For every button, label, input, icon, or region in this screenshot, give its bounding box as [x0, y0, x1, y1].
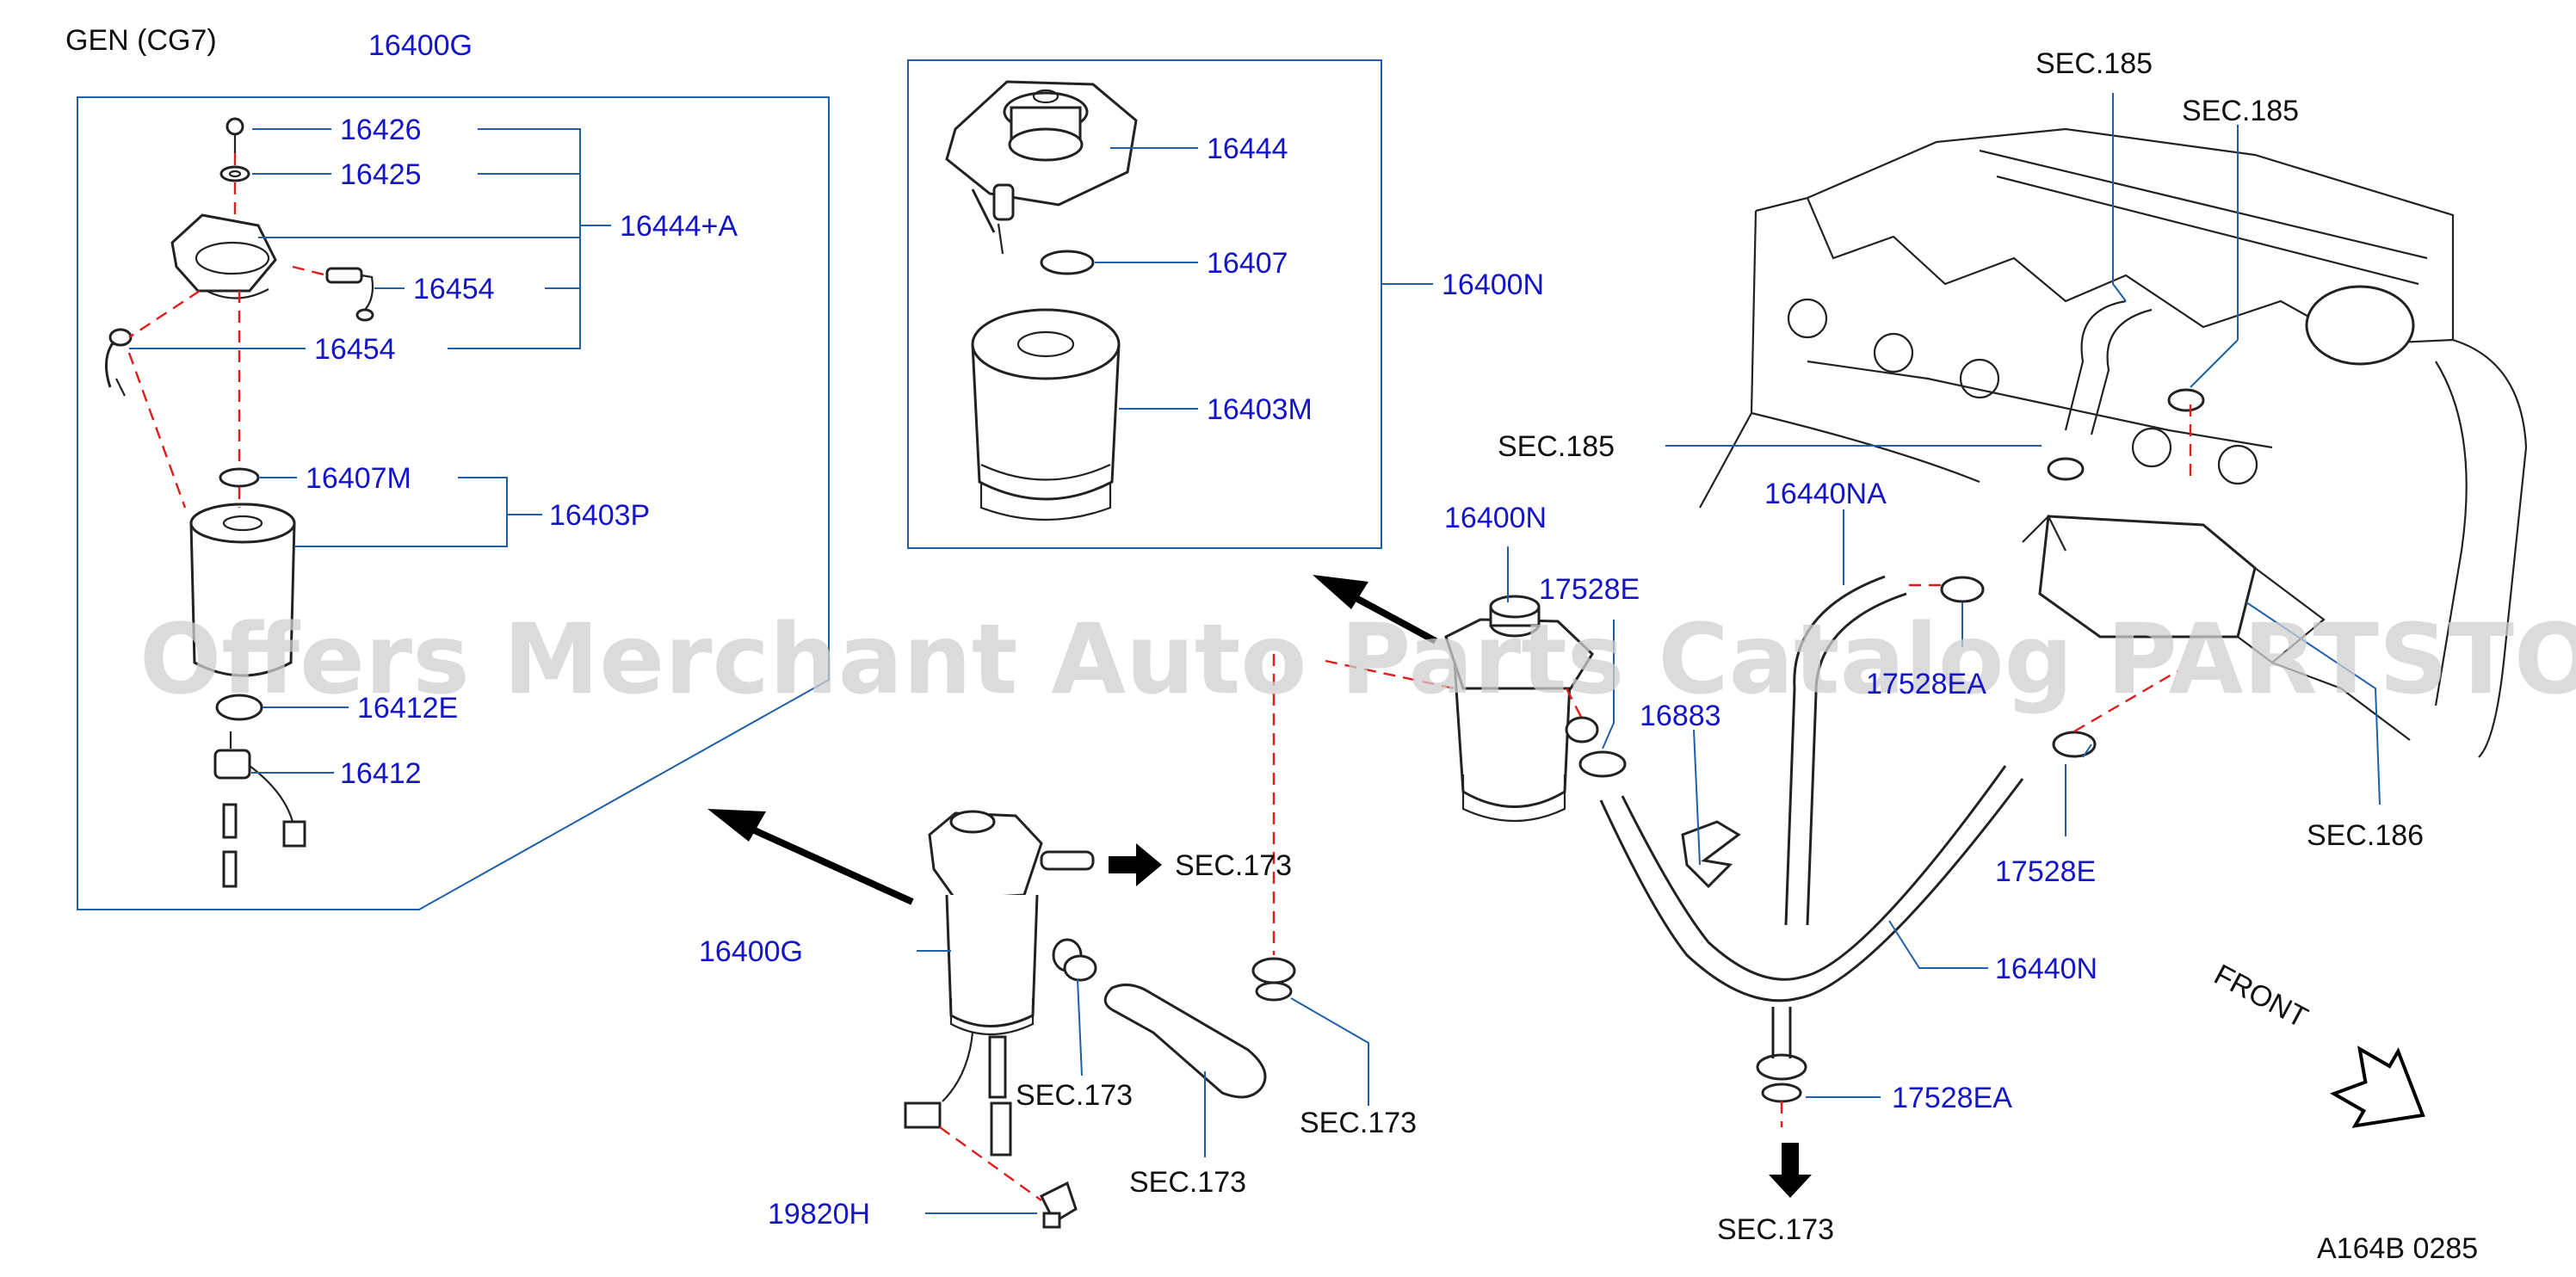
label-sec173-hose[interactable]: SEC.173 — [1129, 1166, 1246, 1199]
part-hose-16440NA — [1784, 575, 1907, 926]
diagram-code: A164B 0285 — [2317, 1232, 2478, 1265]
label-19820H[interactable]: 19820H — [768, 1198, 870, 1231]
label-16454-upper[interactable]: 16454 — [413, 273, 495, 305]
part-oring-16412E — [215, 694, 263, 721]
label-16440N[interactable]: 16440N — [1995, 953, 2097, 985]
part-head-16444A — [170, 213, 277, 299]
part-assembly-16400G — [904, 810, 1095, 1157]
label-17528E-upper[interactable]: 17528E — [1539, 573, 1640, 606]
part-clip-16883 — [1681, 820, 1741, 889]
part-bolt-16426 — [225, 117, 244, 153]
label-16444A[interactable]: 16444+A — [620, 210, 738, 243]
part-head-16444 — [945, 80, 1138, 255]
assembly-dash-center — [233, 153, 241, 508]
detail-frame-16400N — [907, 59, 1382, 549]
part-assembly-16400N — [1444, 595, 1594, 823]
label-16403M[interactable]: 16403M — [1207, 393, 1313, 426]
part-fitting-16454-lower — [105, 328, 133, 397]
part-clip-19820H — [1039, 1181, 1078, 1229]
part-engine — [1699, 127, 2528, 758]
label-sec186[interactable]: SEC.186 — [2307, 819, 2424, 852]
leaders-top-box — [1095, 147, 1433, 410]
label-16426[interactable]: 16426 — [340, 114, 422, 146]
label-16425[interactable]: 16425 — [340, 158, 422, 191]
label-16412[interactable]: 16412 — [340, 757, 422, 790]
label-16403P[interactable]: 16403P — [549, 499, 650, 532]
label-sec173-right[interactable]: SEC.173 — [1300, 1107, 1417, 1139]
leaders-center-right — [917, 93, 2381, 1214]
part-ring-16407M — [219, 467, 260, 488]
label-sec185-left[interactable]: SEC.185 — [1498, 430, 1615, 463]
part-filter-16403P — [189, 503, 296, 677]
label-17528E-lower[interactable]: 17528E — [1995, 855, 2096, 888]
label-sec173-bottom[interactable]: SEC.173 — [1717, 1213, 1834, 1246]
label-16412E[interactable]: 16412E — [357, 692, 458, 725]
part-hose-sec173 — [1052, 938, 1296, 1099]
label-17528EA-upper[interactable]: 17528EA — [1866, 668, 1986, 700]
diagram-title: GEN (CG7) — [65, 24, 217, 57]
part-sensor-16412 — [213, 731, 306, 888]
label-sec173-clamp[interactable]: SEC.173 — [1016, 1079, 1133, 1112]
label-sec185-right[interactable]: SEC.185 — [2182, 95, 2299, 127]
label-16883[interactable]: 16883 — [1640, 700, 1721, 732]
label-16400N[interactable]: 16400N — [1444, 502, 1547, 534]
label-sec173-arrow[interactable]: SEC.173 — [1175, 849, 1292, 882]
part-fitting-16454-upper — [325, 267, 374, 322]
front-arrow-icon — [2330, 1046, 2425, 1128]
label-16454-lower[interactable]: 16454 — [314, 333, 396, 366]
part-hose-16440N — [1599, 765, 2024, 1058]
assembly-dash-center-right — [939, 404, 2192, 1201]
label-16407M[interactable]: 16407M — [306, 462, 411, 495]
part-clamps-17528 — [1565, 576, 2097, 1103]
label-sec185-top[interactable]: SEC.185 — [2035, 47, 2153, 80]
label-17528EA-lower[interactable]: 17528EA — [1892, 1082, 2012, 1114]
assembly-dash-side — [127, 265, 328, 509]
detail-frame-16400G — [77, 96, 830, 910]
part-filter-16403M — [971, 308, 1121, 521]
label-16407[interactable]: 16407 — [1207, 247, 1288, 280]
part-ring-16407 — [1040, 250, 1095, 275]
leaders-left-panel — [129, 128, 611, 774]
label-16400G-bottom[interactable]: 16400G — [699, 935, 803, 968]
arrows-direction — [707, 575, 1812, 1198]
part-washer-16425 — [219, 165, 250, 182]
watermark: Offers Merchant Auto Parts Catalog PARTS… — [139, 604, 2576, 716]
label-16444[interactable]: 16444 — [1207, 133, 1288, 165]
label-16400G-top[interactable]: 16400G — [368, 29, 473, 62]
label-front: FRONT — [2208, 959, 2313, 1035]
label-16400N-box[interactable]: 16400N — [1442, 268, 1544, 301]
label-16440NA[interactable]: 16440NA — [1764, 478, 1887, 510]
